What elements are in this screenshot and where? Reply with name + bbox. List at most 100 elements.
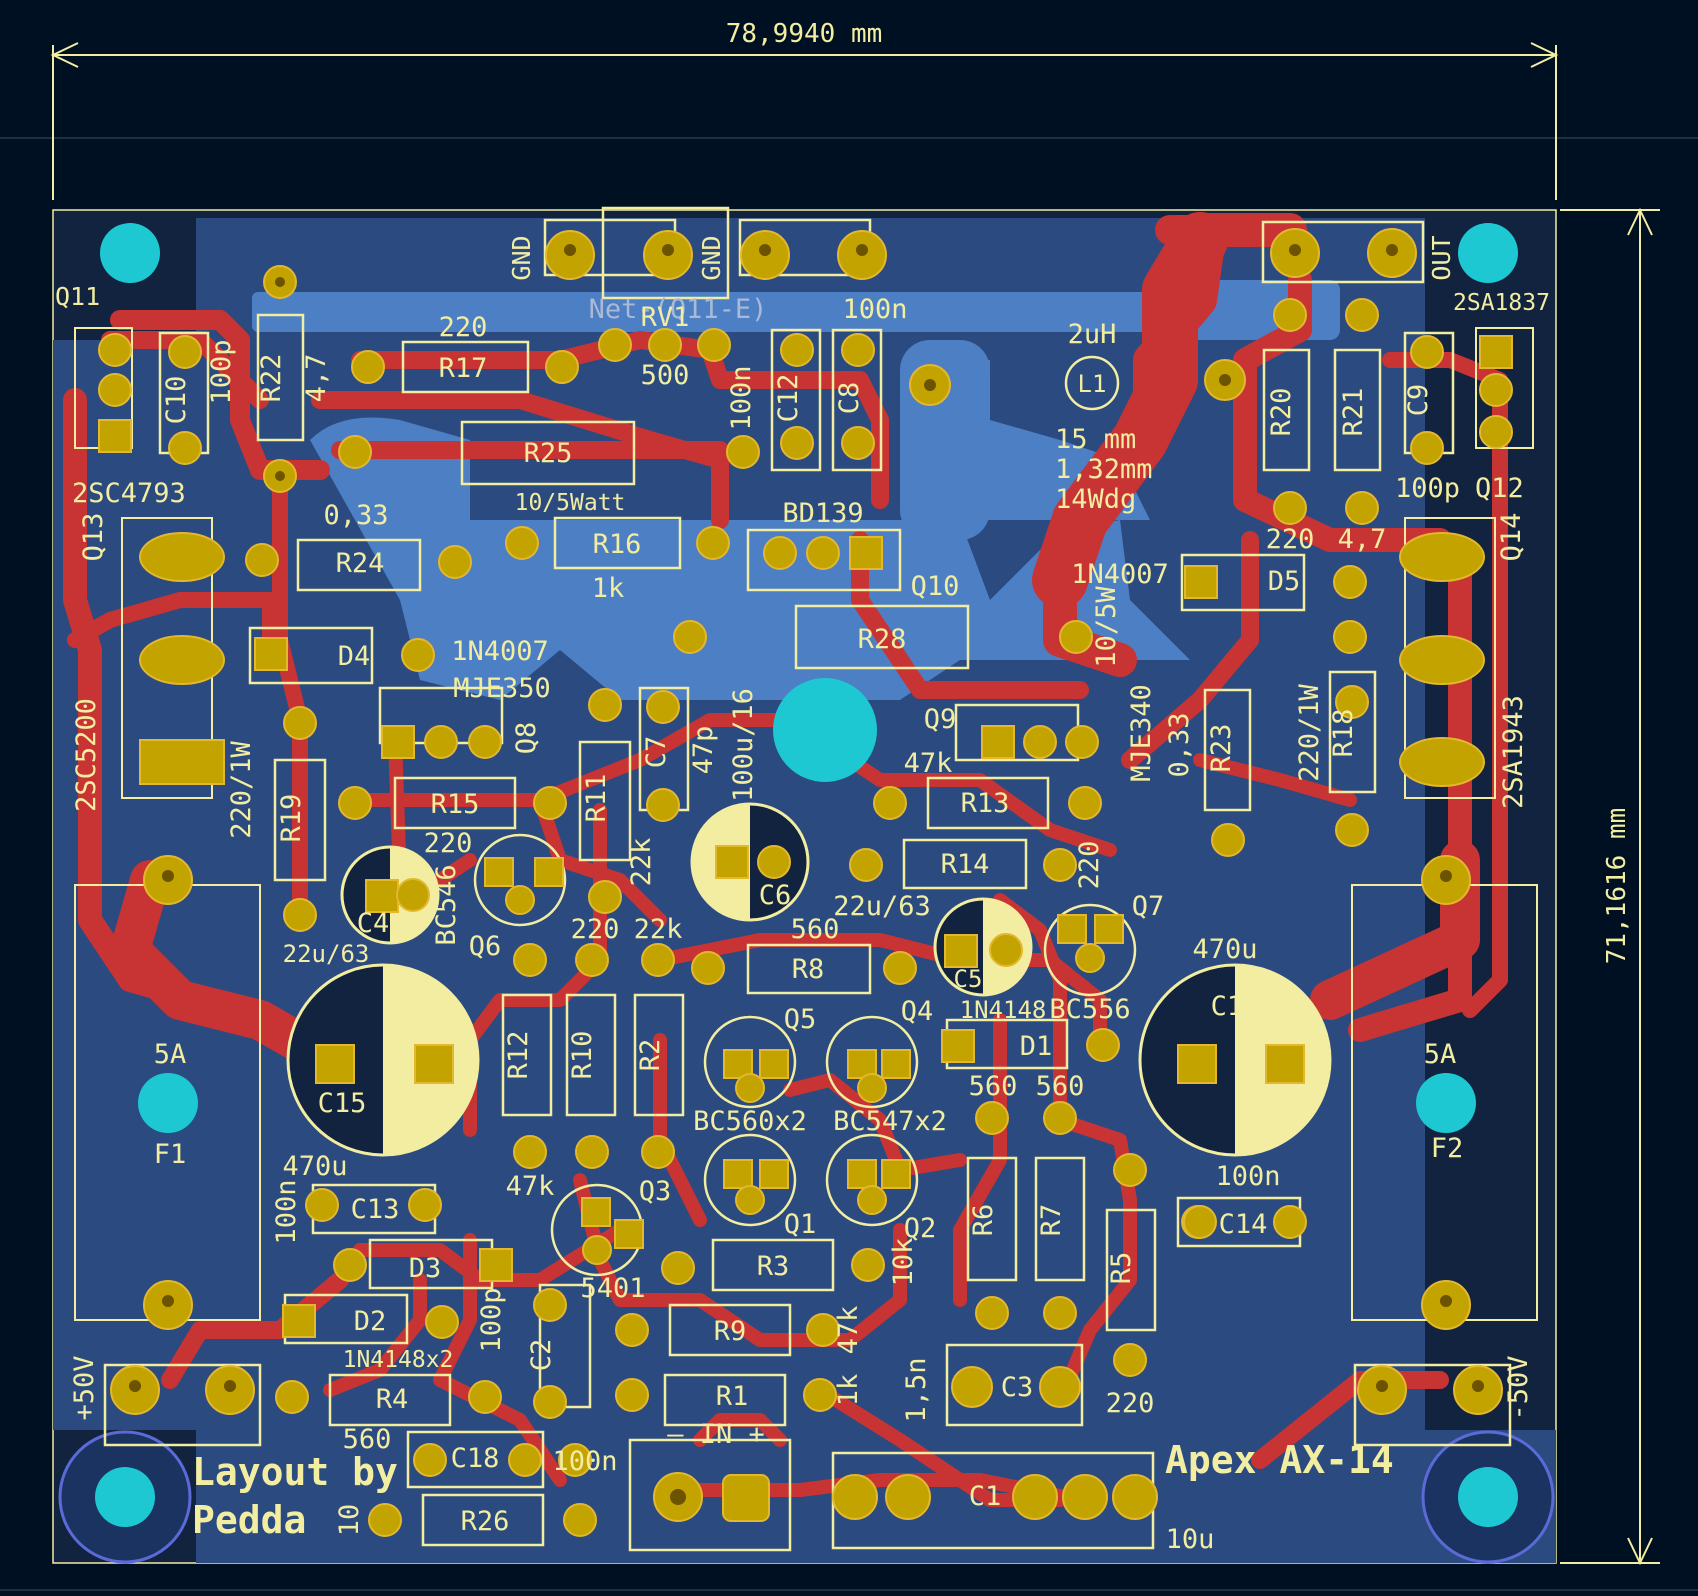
label-r9-value: 47k xyxy=(833,1306,864,1355)
label-2sa1837: 2SA1837 xyxy=(1453,290,1550,316)
label-mje340: MJE340 xyxy=(1126,684,1157,782)
label-r15-value: 220 xyxy=(424,828,473,859)
label-r19: R19 xyxy=(276,794,307,843)
label-2sc5200: 2SC5200 xyxy=(71,698,102,812)
label-c2: C2 xyxy=(526,1339,557,1372)
label-rv1: RV1 xyxy=(641,302,690,333)
label-l1-note: 15 mm xyxy=(1055,424,1136,455)
label-r2: R2 xyxy=(635,1039,666,1072)
label-bd139: BD139 xyxy=(782,498,863,529)
footer-text: Layout by Pedda Apex AX-14 xyxy=(192,1438,1394,1542)
label-c16: C16 xyxy=(1211,991,1260,1022)
label-r6: R6 xyxy=(968,1204,999,1237)
label-q3: Q3 xyxy=(639,1176,672,1207)
label-r7-value: 560 xyxy=(1036,1071,1085,1102)
label-q12: Q12 xyxy=(1475,473,1524,504)
label-d4-value: 1N4007 xyxy=(451,636,549,667)
label-r2-value: 22k xyxy=(634,914,683,945)
label-c15-value: 470u xyxy=(282,1151,347,1182)
label-r12-value: 47k xyxy=(506,1171,555,1202)
label-net-q11e: Net-(Q11-E) xyxy=(589,294,768,325)
label-c13: C13 xyxy=(351,1194,400,1225)
label-r6-value: 560 xyxy=(969,1071,1018,1102)
label-f1-value: 5A xyxy=(154,1039,187,1070)
label-q10: Q10 xyxy=(911,571,960,602)
label-2sc4793: 2SC4793 xyxy=(72,478,186,509)
label-l1-value: 2uH xyxy=(1068,319,1117,350)
capacitor-c15 xyxy=(286,963,480,1157)
label-c7: C7 xyxy=(641,736,672,769)
label-r3: R3 xyxy=(757,1251,790,1282)
label-c6: C6 xyxy=(759,880,792,911)
label-r15: R15 xyxy=(431,789,480,820)
label-out: OUT xyxy=(1427,235,1456,280)
label-c12-value: 100n xyxy=(726,365,757,430)
resistor-outlines xyxy=(256,206,1382,1547)
label-c9-value: 100p xyxy=(1395,473,1460,504)
label-plus50v: +50V xyxy=(69,1355,100,1420)
label-c6-value: 100u/16 xyxy=(728,688,759,802)
label-c3: C3 xyxy=(1001,1372,1034,1403)
label-r5: R5 xyxy=(1106,1252,1137,1285)
label-c10: C10 xyxy=(161,376,192,425)
label-r23-value: 0,33 xyxy=(1164,712,1195,777)
label-r22-value: 4,7 xyxy=(301,354,332,403)
label-f2-value: 5A xyxy=(1424,1039,1457,1070)
label-r20: R20 xyxy=(1266,388,1297,437)
label-q8: Q8 xyxy=(511,722,542,755)
label-c3-value: 1,5n xyxy=(901,1357,932,1422)
label-c2-value: 100p xyxy=(476,1287,507,1352)
label-c15: C15 xyxy=(318,1088,367,1119)
label-r10: R10 xyxy=(567,1031,598,1080)
label-r17: R17 xyxy=(439,353,488,384)
label-2sa1943: 2SA1943 xyxy=(1498,695,1529,809)
label-r26-value: 10 xyxy=(334,1504,365,1537)
label-r26: R26 xyxy=(461,1506,510,1537)
label-r5-value: 220 xyxy=(1106,1388,1155,1419)
label-r13-value: 47k xyxy=(904,748,953,779)
label-c1-value: 10u xyxy=(1166,1524,1215,1555)
copper-pour-back xyxy=(53,218,1556,1563)
label-r4-value: 560 xyxy=(343,1424,392,1455)
label-c14-value: 100n xyxy=(1215,1161,1280,1192)
label-r14: R14 xyxy=(941,849,990,880)
label-c10-value: 100p xyxy=(206,339,237,404)
label-d1-value: 1N4148 xyxy=(960,996,1047,1024)
label-d5: D5 xyxy=(1268,566,1301,597)
label-r17-value: 220 xyxy=(439,312,488,343)
label-r18-value: 220/1W xyxy=(1294,683,1325,781)
label-d1: D1 xyxy=(1020,1031,1053,1062)
label-c5: C5 xyxy=(954,965,983,993)
label-c8-value: 100n xyxy=(842,294,907,325)
silkscreen-labels: GND GND Net-(Q11-E) OUT Q11 2SA1837 220 … xyxy=(55,235,1550,1555)
label-r18: R18 xyxy=(1328,709,1359,758)
label-c8: C8 xyxy=(834,382,865,415)
label-r1-value: 1k xyxy=(833,1374,864,1407)
label-minus50v: -50V xyxy=(1503,1355,1534,1420)
label-r23: R23 xyxy=(1206,724,1237,773)
label-r8: R8 xyxy=(792,954,825,985)
label-c5-value: 22u/63 xyxy=(833,891,931,922)
label-r14-value: 220 xyxy=(1074,841,1105,890)
label-r9: R9 xyxy=(714,1316,747,1347)
label-q4: Q4 xyxy=(901,996,934,1027)
label-r1: R1 xyxy=(716,1381,749,1412)
label-r10-value: 220 xyxy=(571,914,620,945)
label-c12: C12 xyxy=(773,374,804,423)
label-r25-value: 10/5Watt xyxy=(515,490,626,516)
label-r16-value: 1k xyxy=(592,573,625,604)
label-l1-note: 14Wdg xyxy=(1055,484,1136,515)
label-c1: C1 xyxy=(969,1481,1002,1512)
label-c9: C9 xyxy=(1403,384,1434,417)
width-dimension-label: 78,9940 mm xyxy=(726,19,883,49)
label-c18: C18 xyxy=(451,1443,500,1474)
capacitor-c6 xyxy=(690,802,810,922)
width-dimension xyxy=(50,42,1559,200)
footer-layout-line2: Pedda xyxy=(192,1498,306,1542)
label-c16-value: 470u xyxy=(1192,934,1257,965)
label-q5: Q5 xyxy=(784,1004,817,1035)
height-dimension xyxy=(1560,207,1660,1566)
label-r28: R28 xyxy=(858,624,907,655)
label-c7-value: 47p xyxy=(688,726,719,775)
